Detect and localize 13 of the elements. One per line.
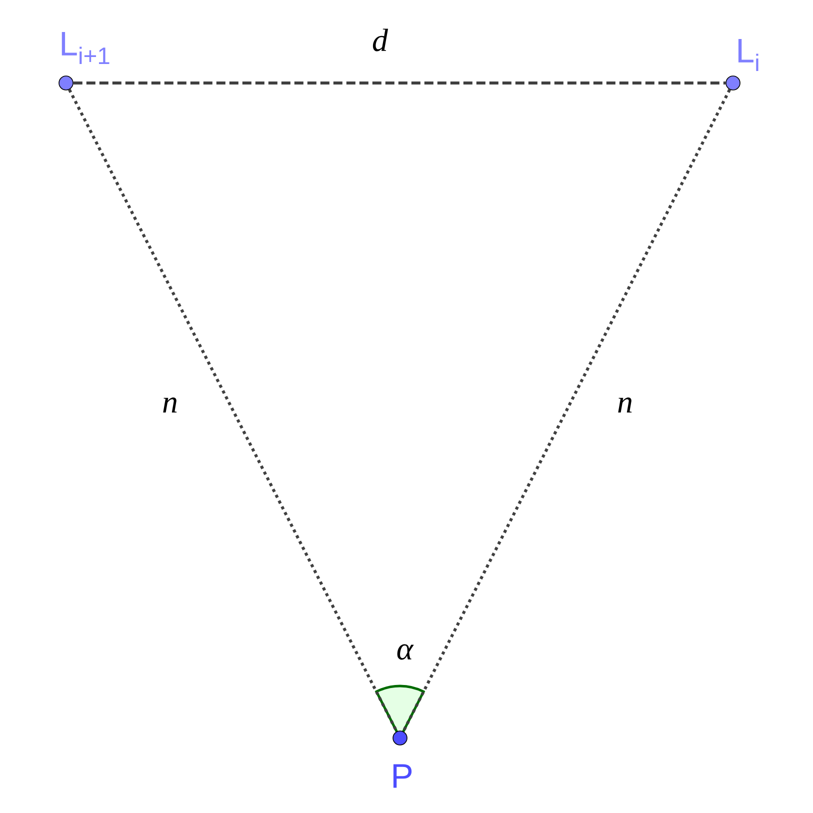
angle-label: α — [397, 644, 414, 660]
line-segment — [402, 88, 731, 732]
point-label: P — [393, 764, 412, 788]
edge-label: d — [370, 28, 390, 52]
point-label: L$_{i+1}$ — [62, 32, 110, 64]
line-segment — [73, 82, 726, 84]
line-segment — [68, 88, 398, 732]
edge-label: n — [161, 396, 179, 414]
point — [392, 730, 408, 746]
edge-label: n — [616, 396, 634, 414]
point — [726, 76, 740, 90]
point-label: L$_{i}$ — [738, 38, 758, 72]
point — [58, 76, 74, 90]
